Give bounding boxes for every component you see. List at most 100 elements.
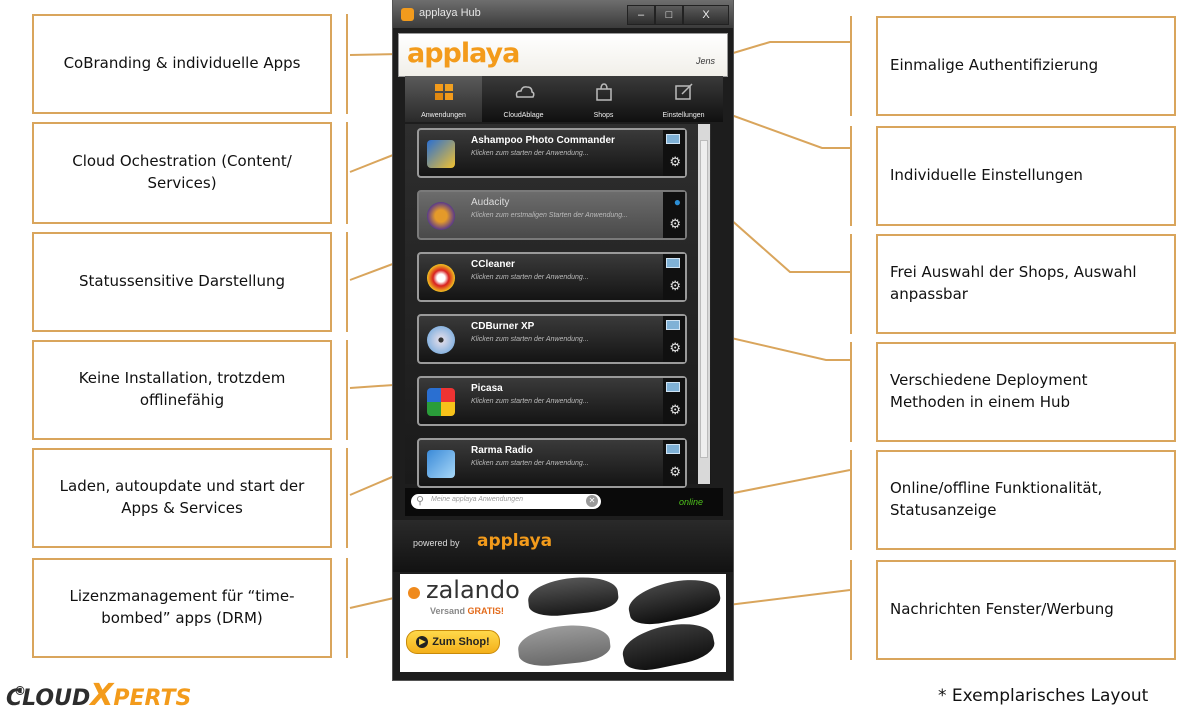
scrollbar-thumb[interactable]: [700, 140, 708, 458]
app-actions: ⚙: [663, 440, 685, 486]
cloud-storage-icon: [513, 81, 535, 103]
app-actions: ⚙: [663, 254, 685, 300]
ashampoo-icon: [427, 140, 455, 168]
tab-einstellungen[interactable]: Einstellungen: [645, 76, 722, 122]
folders-icon: [433, 81, 455, 103]
rarma-radio-icon: [427, 450, 455, 478]
ccleaner-icon: [427, 264, 455, 292]
monitor-icon[interactable]: [666, 320, 680, 330]
callout-bracket: [346, 232, 348, 332]
monitor-icon[interactable]: [666, 382, 680, 392]
logo-part-perts: PERTS: [113, 686, 192, 711]
search-placeholder: Meine applaya Anwendungen: [431, 496, 523, 503]
powered-by-text: powered by: [413, 538, 460, 548]
app-actions: ● ⚙: [663, 192, 685, 238]
callout-text: Keine Installation, trotzdem offlinefähi…: [78, 369, 286, 409]
gear-icon[interactable]: ⚙: [669, 154, 681, 169]
applaya-logo: applaya: [407, 38, 520, 69]
picasa-icon: [427, 388, 455, 416]
callout-text: Laden, autoupdate und start der Apps & S…: [59, 477, 305, 517]
close-button[interactable]: X: [683, 5, 729, 25]
callout-messages-ads: Nachrichten Fenster/Werbung: [876, 560, 1176, 660]
user-name[interactable]: Jens: [695, 56, 715, 66]
callout-no-installation: Keine Installation, trotzdem offlinefähi…: [32, 340, 332, 440]
callout-text: Lizenzmanagement für “time-bombed” apps …: [69, 587, 295, 627]
tab-anwendungen[interactable]: Anwendungen: [405, 76, 482, 122]
search-input[interactable]: ⚲ Meine applaya Anwendungen ✕: [411, 494, 601, 509]
app-hint: Klicken zum erstmaligen Starten der Anwe…: [471, 212, 628, 219]
minimize-button[interactable]: –: [627, 5, 655, 25]
callout-text: Frei Auswahl der Shops, Auswahl anpassba…: [890, 263, 1137, 303]
app-tile-ashampoo[interactable]: Ashampoo Photo Commander Klicken zum sta…: [417, 128, 687, 178]
tab-shops[interactable]: Shops: [565, 76, 642, 122]
tab-label: CloudAblage: [503, 112, 544, 119]
app-name: Audacity: [471, 197, 510, 208]
app-name: Picasa: [471, 383, 503, 394]
edit-icon: [673, 81, 695, 103]
callout-text: Nachrichten Fenster/Werbung: [890, 600, 1114, 619]
tab-label: Einstellungen: [662, 112, 705, 119]
callout-text: Einmalige Authentifizierung: [890, 56, 1099, 75]
zum-shop-button[interactable]: ▶Zum Shop!: [406, 630, 500, 654]
search-icon: ⚲: [416, 495, 425, 507]
gear-icon[interactable]: ⚙: [669, 278, 681, 293]
ad-tagline: Versand GRATIS!: [430, 606, 504, 616]
callout-bracket: [346, 340, 348, 440]
callout-status-display: Statussensitive Darstellung: [32, 232, 332, 332]
powered-by-footer: powered by applaya: [393, 520, 733, 572]
ad-tagline-text: Versand: [430, 606, 466, 616]
monitor-icon[interactable]: [666, 444, 680, 454]
clear-icon[interactable]: ✕: [586, 495, 598, 507]
applaya-footer-logo: applaya: [477, 531, 553, 551]
title-bar[interactable]: applaya Hub – □ X: [393, 0, 733, 28]
gear-icon[interactable]: ⚙: [669, 402, 681, 417]
application-list: Ashampoo Photo Commander Klicken zum sta…: [405, 124, 711, 488]
zalando-logo: zalando: [426, 576, 520, 604]
app-tile-cdburner[interactable]: CDBurner XP Klicken zum starten der Anwe…: [417, 314, 687, 364]
logo-part-x: X: [90, 678, 114, 713]
app-tile-ccleaner[interactable]: CCleaner Klicken zum starten der Anwendu…: [417, 252, 687, 302]
applaya-hub-window: applaya Hub – □ X applaya Jens Anwendung…: [393, 0, 733, 680]
gear-icon[interactable]: ⚙: [669, 340, 681, 355]
app-tile-picasa[interactable]: Picasa Klicken zum starten der Anwendung…: [417, 376, 687, 426]
callout-cobranding: CoBranding & individuelle Apps: [32, 14, 332, 114]
main-navigation: Anwendungen CloudAblage Shops Einstellun…: [405, 76, 723, 122]
monitor-icon[interactable]: [666, 134, 680, 144]
callout-bracket: [346, 448, 348, 548]
shopping-bag-icon: [593, 81, 615, 103]
zalando-logo-dot: [408, 587, 420, 599]
tab-cloudablage[interactable]: CloudAblage: [485, 76, 562, 122]
shoe-image: [618, 616, 718, 676]
app-hint: Klicken zum starten der Anwendung...: [471, 460, 589, 467]
callout-cloud-orchestration: Cloud Ochestration (Content/ Services): [32, 122, 332, 224]
tab-label: Shops: [593, 112, 614, 119]
app-hint: Klicken zum starten der Anwendung...: [471, 150, 589, 157]
app-tile-rarma-radio[interactable]: Rarma Radio Klicken zum starten der Anwe…: [417, 438, 687, 488]
cloudxperts-logo: CLOUDXPERTS ©: [6, 678, 191, 713]
cdburner-icon: [427, 326, 455, 354]
app-tile-audacity[interactable]: Audacity Klicken zum erstmaligen Starten…: [417, 190, 687, 240]
maximize-button[interactable]: □: [655, 5, 683, 25]
callout-text: Cloud Ochestration (Content/ Services): [72, 152, 292, 192]
callout-text: Statussensitive Darstellung: [79, 272, 285, 291]
advertisement-banner[interactable]: zalando Versand GRATIS! ▶Zum Shop!: [400, 572, 726, 676]
brand-header: applaya Jens: [398, 33, 728, 77]
monitor-icon[interactable]: [666, 258, 680, 268]
window-title: applaya Hub: [419, 7, 481, 19]
audacity-icon: [427, 202, 455, 230]
copyright-mark: ©: [14, 684, 26, 698]
footnote: * Exemplarisches Layout: [938, 686, 1149, 706]
shoe-image: [516, 621, 612, 669]
app-hint: Klicken zum starten der Anwendung...: [471, 398, 589, 405]
logo-part-cloud: CLOUD: [6, 686, 91, 711]
callout-autoupdate: Laden, autoupdate und start der Apps & S…: [32, 448, 332, 548]
scrollbar[interactable]: [698, 124, 710, 484]
globe-icon[interactable]: ●: [673, 195, 681, 209]
callout-bracket: [850, 16, 852, 116]
app-name: Ashampoo Photo Commander: [471, 135, 615, 146]
gear-icon[interactable]: ⚙: [669, 216, 681, 231]
callout-text: Verschiedene Deployment Methoden in eine…: [890, 371, 1088, 411]
callout-text: CoBranding & individuelle Apps: [63, 54, 301, 73]
gear-icon[interactable]: ⚙: [669, 464, 681, 479]
callout-bracket: [850, 560, 852, 660]
